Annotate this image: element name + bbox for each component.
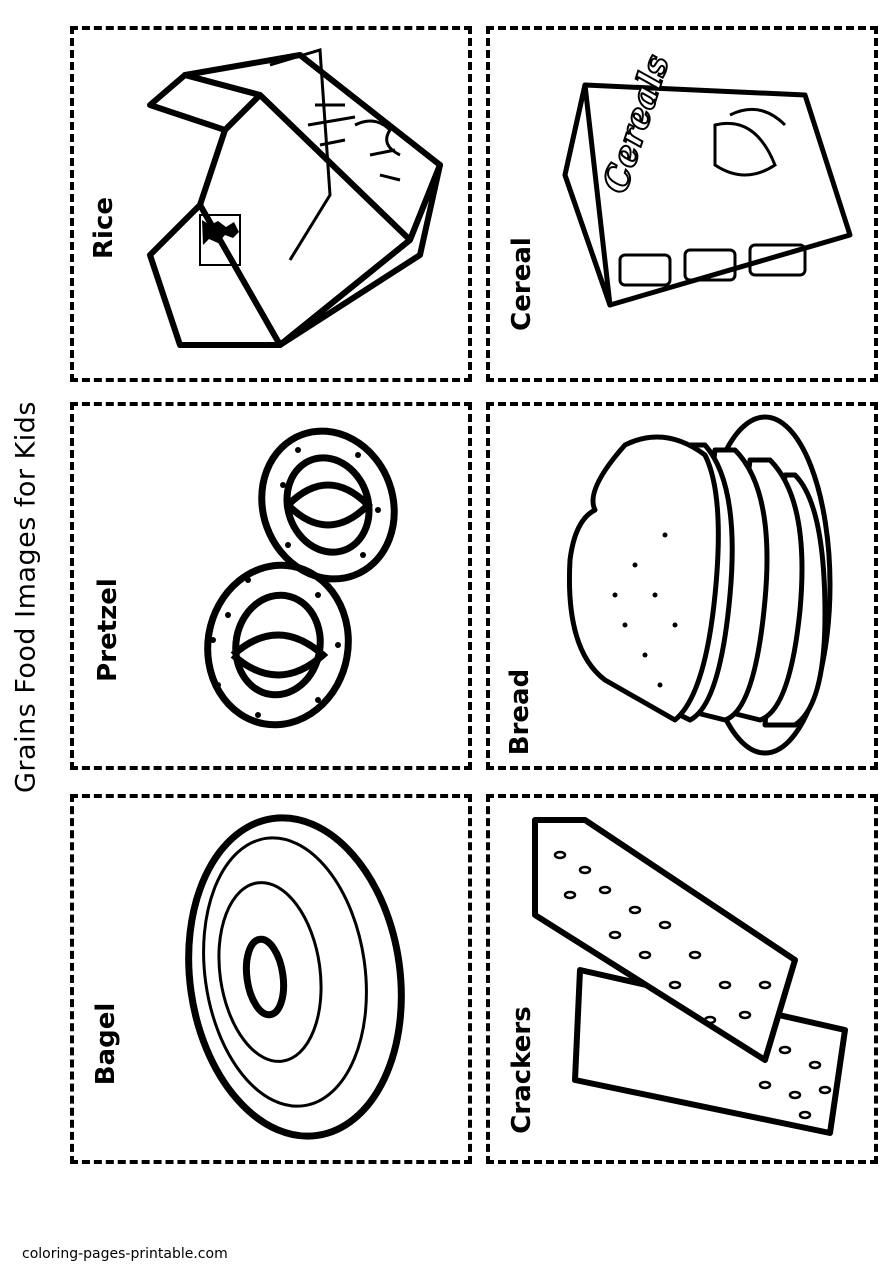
crackers-icon — [532, 817, 848, 1136]
card-label-pretzel: Pretzel — [93, 578, 123, 682]
sliced-bread-icon — [566, 414, 833, 756]
card-label-cereal: Cereal — [507, 237, 537, 331]
card-label-bagel: Bagel — [91, 1002, 121, 1086]
pretzel-icon — [204, 427, 398, 729]
card-bread — [486, 402, 878, 770]
card-bagel — [70, 794, 472, 1164]
bagel-icon — [185, 814, 405, 1140]
page-title: Grains Food Images for Kids — [10, 401, 42, 793]
cereal-box-icon: Cereals — [562, 49, 853, 308]
card-label-bread: Bread — [505, 668, 535, 756]
card-crackers — [486, 794, 878, 1164]
card-cereal — [486, 26, 878, 382]
footer-site: coloring-pages-printable.com — [22, 1246, 228, 1262]
card-pretzel — [70, 402, 472, 770]
takeout-rice-box-icon — [147, 48, 443, 348]
card-rice — [70, 26, 472, 382]
card-label-rice: Rice — [89, 197, 119, 259]
